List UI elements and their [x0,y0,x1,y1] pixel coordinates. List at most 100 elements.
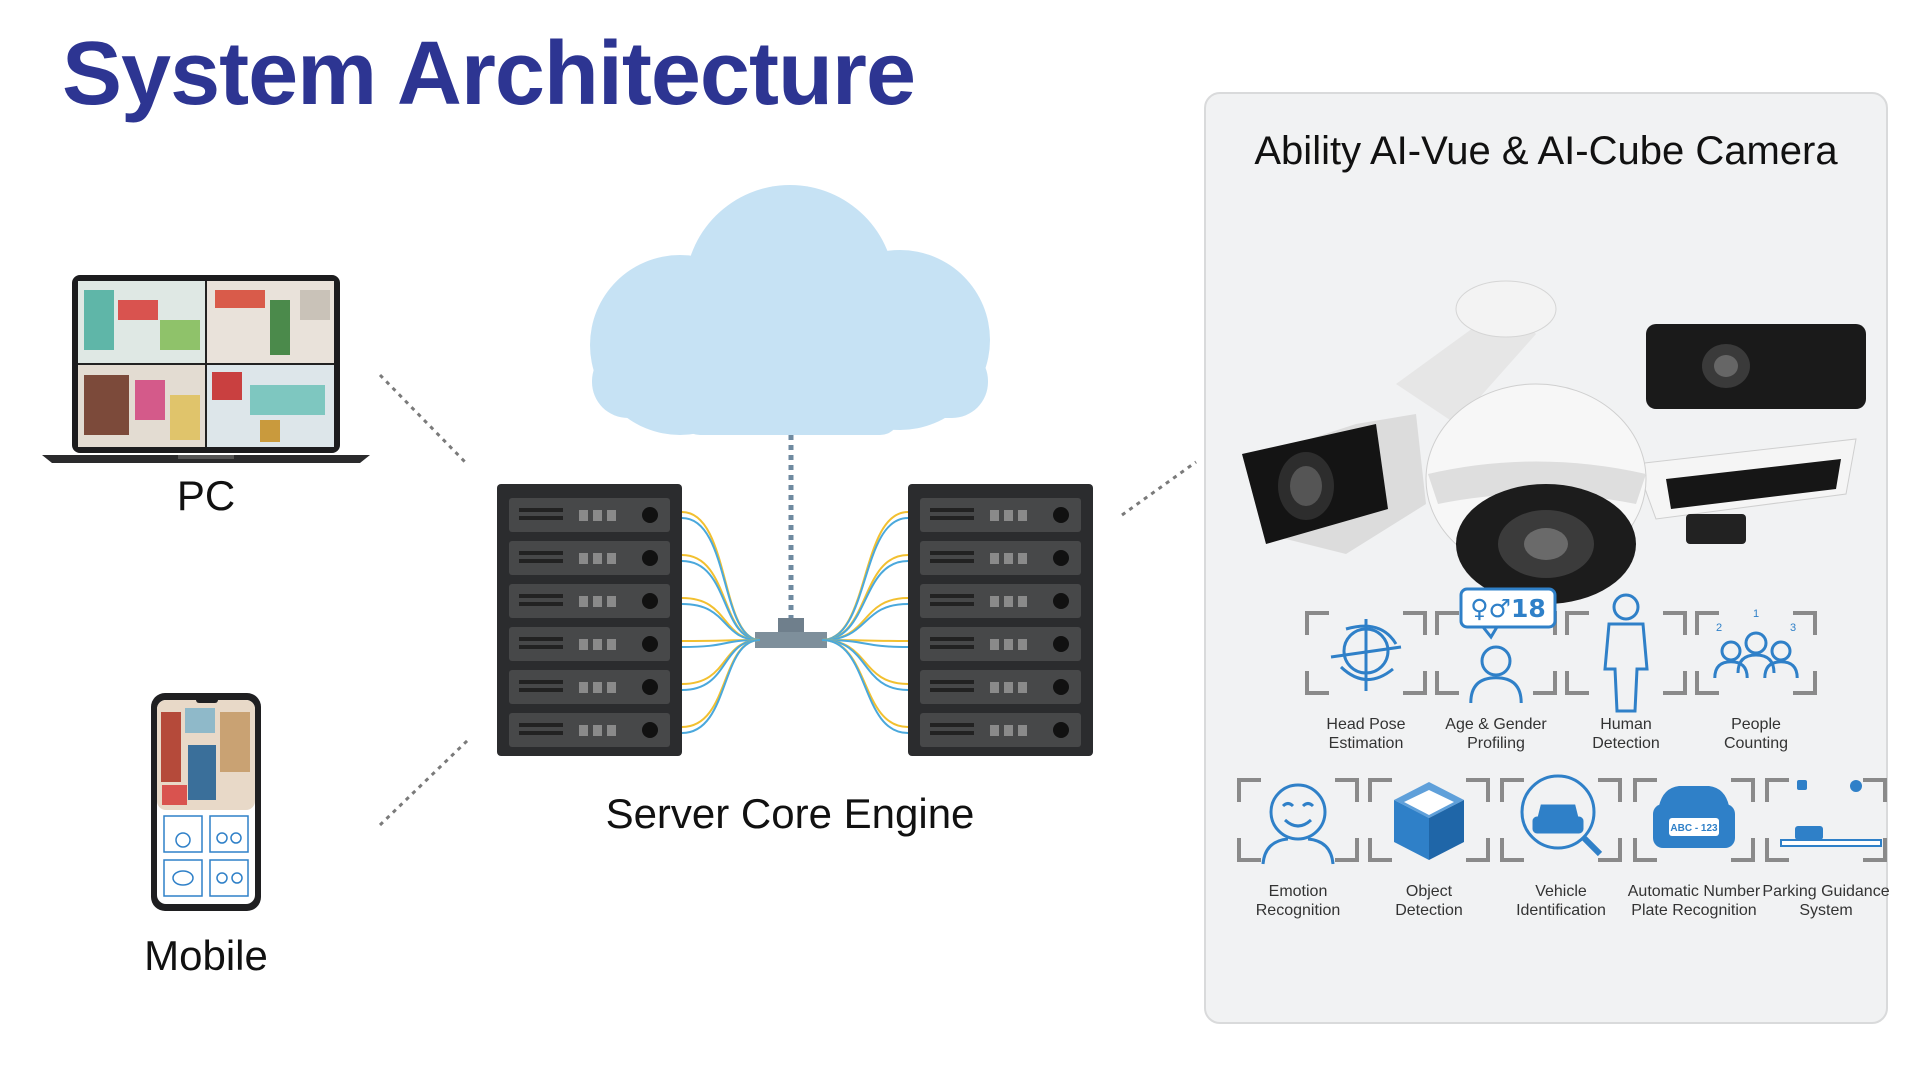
people-count-number: 2 [1716,622,1722,634]
cable-left [681,511,761,641]
feature-human: Human Detection [1556,593,1696,753]
server-bay [607,596,616,607]
server-bay [1018,639,1027,650]
server-vent [519,559,563,563]
server-vent [930,508,974,512]
cameras-illustration [1242,280,1866,604]
server-unit [509,627,670,661]
server-vent [930,731,974,735]
server-vent [519,688,563,692]
server-power-button [642,550,658,566]
server-unit [509,541,670,575]
network-hub [755,632,827,648]
server-power-button [1053,679,1069,695]
head-pose-icon [1305,611,1427,695]
server-unit [509,498,670,532]
server-bay [1018,725,1027,736]
server-power-button [1053,636,1069,652]
server-bay [990,639,999,650]
server-bay [579,553,588,564]
cable-left [681,560,761,641]
feature-label: Automatic Number Plate Recognition [1627,883,1761,919]
server-unit [509,670,670,704]
server-unit [920,498,1081,532]
detection-frame [1633,778,1755,862]
server-vent [930,637,974,641]
server-unit [509,584,670,618]
server-vent [930,594,974,598]
server-bay [579,510,588,521]
server-bay [990,553,999,564]
feature-car: Vehicle Identification [1491,766,1631,920]
feature-label: Vehicle Identification [1516,883,1606,919]
feature-parking: Parking Guidance System [1756,766,1896,920]
detection-frame [1368,778,1490,862]
server-bay [1004,596,1013,607]
server-power-button [1053,722,1069,738]
server-unit [920,541,1081,575]
server-bay [593,639,602,650]
cable-right [821,517,909,641]
age-gender-icon: ♀♂18 [1435,587,1557,704]
emotion-icon [1237,778,1359,865]
server-vent [930,688,974,692]
server-vent [930,516,974,520]
server-power-button [1053,593,1069,609]
cable-right [821,639,909,648]
server-bay [593,596,602,607]
dome-camera-icon [1425,383,1647,604]
mobile-label: Mobile [144,932,268,979]
feature-label: Human Detection [1592,716,1660,752]
server-vent [519,508,563,512]
feature-label: Head Pose Estimation [1326,716,1406,752]
pc-connector-line [378,373,470,467]
feature-label: Parking Guidance System [1762,883,1890,919]
server-unit [920,584,1081,618]
human-icon [1565,593,1687,713]
detection-frame [1765,778,1887,862]
feature-label: Age & Gender Profiling [1445,716,1547,752]
server-bay [607,639,616,650]
server-vent [519,637,563,641]
server-vent [930,645,974,649]
cable-left [681,517,761,641]
server-bay [1004,639,1013,650]
server-rack-right [908,484,1093,756]
server-vent [930,551,974,555]
server-bay [607,553,616,564]
server-unit [920,627,1081,661]
parking-icon [1765,778,1887,862]
server-bay [579,596,588,607]
detection-frame [1305,611,1427,695]
server-bay [1004,553,1013,564]
server-label: Server Core Engine [605,790,975,837]
server-vent [519,723,563,727]
people-count-number: 1 [1753,608,1759,620]
server-vent [930,559,974,563]
feature-head-pose: Head Pose Estimation [1296,599,1436,753]
server-vent [519,602,563,606]
server-bay [990,725,999,736]
cable-left [681,639,761,648]
server-power-button [642,593,658,609]
server-bay [1004,510,1013,521]
server-power-button [1053,550,1069,566]
license-plate-text: ABC - 123 [1670,823,1718,834]
server-bay [1018,596,1027,607]
cable-left [681,639,761,734]
car-icon [1500,774,1622,862]
server-bay [607,510,616,521]
server-vent [519,645,563,649]
server-bay [1018,510,1027,521]
server-vent [519,680,563,684]
mobile-connector-line [378,738,470,827]
cable-right [821,639,909,734]
detection-frame [1237,778,1359,862]
server-power-button [642,636,658,652]
network-cables [681,511,909,734]
server-bay [593,553,602,564]
server-bay [1018,682,1027,693]
cube-icon [1368,778,1490,862]
